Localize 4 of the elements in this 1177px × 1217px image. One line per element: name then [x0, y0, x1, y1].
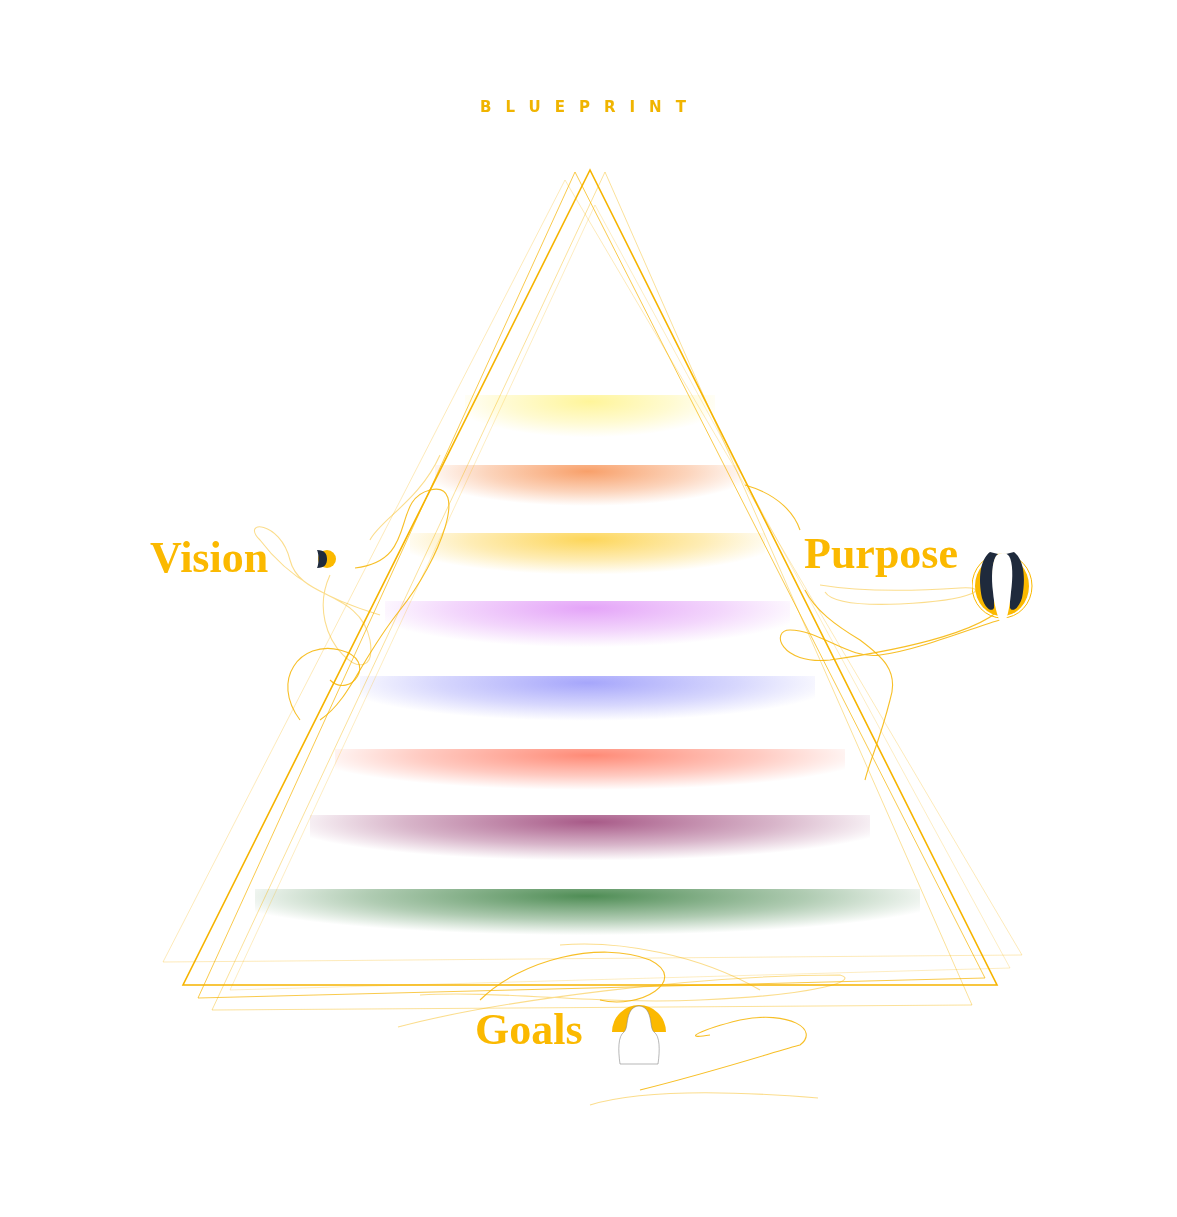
label-text: Vision: [150, 536, 269, 580]
diagram-title: BLUEPRINT: [479, 98, 701, 116]
label-text: Goals: [475, 1008, 583, 1052]
label-text: Purpose: [804, 532, 958, 576]
